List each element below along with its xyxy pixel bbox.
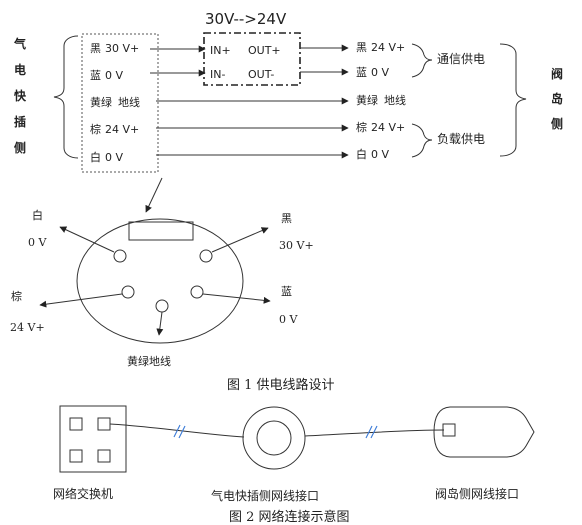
wire-color: 蓝 — [356, 66, 367, 79]
cable-break-mark — [173, 424, 181, 438]
wire-value: 地线 — [384, 93, 406, 107]
comm-group-brace — [411, 43, 433, 78]
right-wire-blue: 蓝 0 V — [356, 66, 389, 79]
converter-box — [203, 32, 301, 86]
right-side-char: 阀 — [551, 67, 563, 81]
pin-label-white-name: 白 — [32, 208, 43, 222]
pneumatic-connector-inner — [256, 420, 292, 456]
switch-label: 网络交换机 — [53, 486, 113, 501]
pneumatic-label: 气电快插侧网线接口 — [211, 488, 319, 503]
callout-brown — [39, 293, 123, 308]
cable-break-mark — [370, 425, 378, 439]
pin-label-brown-name: 棕 — [11, 289, 22, 303]
connector-face — [76, 218, 244, 344]
callout-white — [59, 226, 115, 253]
wire-color: 黑 — [90, 42, 101, 55]
pin-blue — [190, 285, 204, 299]
switch-box — [59, 405, 127, 473]
wire-color: 蓝 — [90, 69, 101, 82]
right-wire-ground: 黄绿地线 — [356, 93, 406, 107]
right-side-char: 侧 — [551, 116, 563, 131]
pin-label-white-value: 0 V — [28, 236, 47, 249]
switch-port — [97, 417, 111, 431]
pin-ground — [155, 299, 169, 313]
connector-key — [128, 221, 194, 241]
wire-color: 黄绿 — [90, 95, 112, 109]
pneumatic-connector-outer — [242, 406, 306, 470]
wire-value: 24 V+ — [105, 123, 139, 136]
pin-label-black-value: 30 V+ — [279, 239, 314, 252]
cable-break-mark — [178, 425, 186, 439]
valve-connector-body — [433, 406, 535, 458]
converter-title: 30V-->24V — [205, 10, 287, 28]
left-wire-white: 白 0 V — [90, 150, 123, 164]
wire-value: 0 V — [371, 66, 389, 79]
cable-break-mark — [365, 425, 373, 439]
wire-value: 0 V — [105, 151, 123, 164]
left-side-char: 电 — [14, 62, 26, 77]
left-side-char: 插 — [14, 114, 26, 129]
pin-brown — [121, 285, 135, 299]
converter-in-plus: IN+ — [210, 44, 231, 57]
switch-port — [69, 449, 83, 463]
right-wire-brown: 棕 24 V+ — [356, 120, 405, 134]
callout-black — [211, 227, 269, 253]
load-group-label: 负载供电 — [437, 132, 485, 146]
wire-color: 白 — [356, 147, 367, 161]
wire-color: 白 — [90, 150, 101, 164]
wire-value: 24 V+ — [371, 41, 405, 54]
pin-white — [113, 249, 127, 263]
converter-in-minus: IN- — [210, 68, 225, 81]
pin-label-black-name: 黑 — [281, 212, 292, 225]
left-side-char: 快 — [14, 88, 27, 103]
wire-color: 黄绿 — [356, 93, 378, 107]
comm-group-label: 通信供电 — [437, 52, 485, 66]
wire-value: 24 V+ — [371, 121, 405, 134]
converter-out-plus: OUT+ — [248, 44, 281, 57]
valve-label: 阀岛侧网线接口 — [435, 486, 519, 501]
left-side-char: 侧 — [14, 140, 26, 155]
switch-port — [97, 449, 111, 463]
valve-connector-port — [442, 423, 456, 437]
left-wire-blue: 蓝 0 V — [90, 69, 123, 82]
left-wire-black: 黑 30 V+ — [90, 42, 139, 55]
right-brace — [499, 43, 527, 157]
right-wire-black: 黑 24 V+ — [356, 41, 405, 54]
callout-blue — [202, 293, 271, 304]
cable-switch-to-pneumatic — [109, 423, 245, 438]
wire-value: 0 V — [105, 69, 123, 82]
wire-value: 0 V — [371, 148, 389, 161]
cable-pneumatic-to-valve — [304, 429, 445, 437]
wire-color: 棕 — [356, 120, 367, 134]
converter-out-minus: OUT- — [248, 68, 274, 81]
figure1-caption: 图 1 供电线路设计 — [227, 377, 335, 393]
wire-color: 棕 — [90, 122, 101, 136]
wire-value: 30 V+ — [105, 42, 139, 55]
wire-value: 地线 — [118, 95, 140, 109]
pin-label-brown-value: 24 V+ — [10, 321, 45, 334]
right-side-char: 岛 — [551, 91, 563, 106]
load-group-brace — [411, 123, 433, 158]
left-side-label: 气 电 快 插 侧 — [13, 36, 27, 155]
pin-black — [199, 249, 213, 263]
switch-port — [69, 417, 83, 431]
figure2-caption: 图 2 网络连接示意图 — [229, 509, 350, 525]
callout-ground — [156, 311, 164, 336]
connector-pointer-arrow — [145, 177, 163, 213]
pin-label-blue-name: 蓝 — [281, 285, 292, 298]
left-wire-ground: 黄绿地线 — [90, 95, 140, 109]
left-wire-brown: 棕 24 V+ — [90, 122, 139, 136]
right-wire-white: 白 0 V — [356, 147, 389, 161]
pin-label-ground: 黄绿地线 — [127, 354, 171, 368]
connector-wire-box — [81, 33, 159, 173]
left-brace — [53, 35, 79, 159]
left-side-char: 气 — [13, 36, 26, 51]
pin-label-blue-value: 0 V — [279, 313, 298, 326]
wire-color: 黑 — [356, 41, 367, 54]
